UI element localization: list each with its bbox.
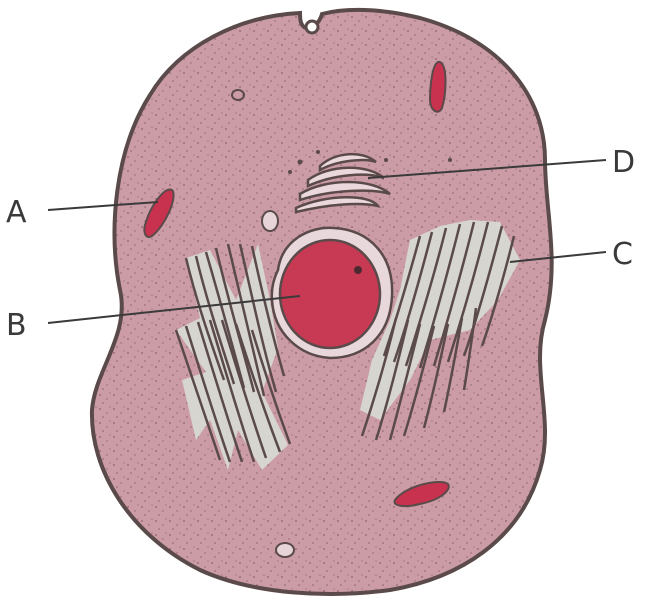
nucleolus bbox=[354, 266, 362, 274]
label-d: D bbox=[612, 145, 635, 180]
nucleus bbox=[280, 240, 380, 348]
pinocytic-vesicle bbox=[306, 21, 318, 33]
granule-3 bbox=[288, 170, 292, 174]
label-a: A bbox=[6, 195, 27, 230]
granule-1 bbox=[298, 160, 303, 165]
granule-2 bbox=[316, 150, 320, 154]
label-c: C bbox=[612, 237, 633, 272]
vacuole-2 bbox=[262, 211, 278, 231]
nucleus-group bbox=[272, 228, 392, 358]
vacuole-3 bbox=[276, 543, 294, 557]
granule-5 bbox=[448, 158, 452, 162]
granule-4 bbox=[384, 158, 388, 162]
label-b: B bbox=[6, 308, 27, 343]
